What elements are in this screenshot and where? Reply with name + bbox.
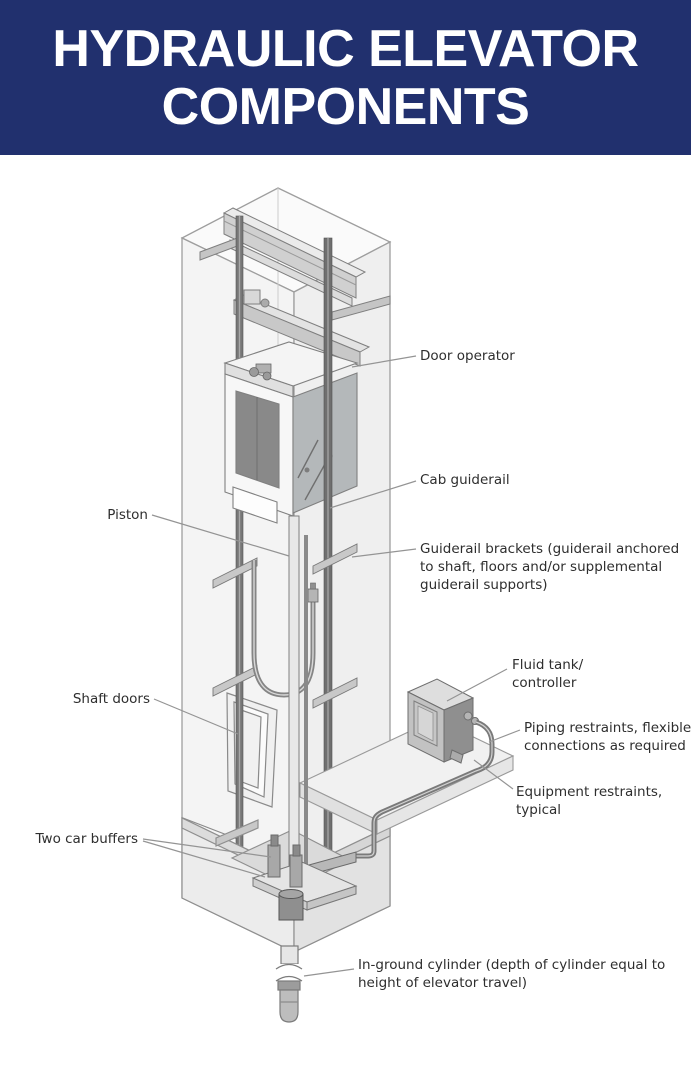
guiderail-brackets-left bbox=[212, 557, 258, 697]
buffer-left bbox=[267, 834, 281, 878]
buffer-right bbox=[289, 844, 303, 888]
hydraulic-hose bbox=[251, 560, 319, 698]
label-equipment-restraints: Equipment restraints, typical bbox=[516, 784, 663, 818]
piston-rod bbox=[288, 515, 308, 873]
leader-cab-guiderail bbox=[329, 480, 417, 509]
door-operator-mechanism bbox=[249, 363, 272, 381]
label-in-ground-cylinder: In-ground cylinder (depth of cylinder eq… bbox=[358, 957, 666, 991]
label-door-operator: Door operator bbox=[420, 348, 515, 364]
label-shaft-doors: Shaft doors bbox=[72, 691, 150, 707]
hydraulic-piping bbox=[307, 719, 495, 875]
leader-guiderail-brackets bbox=[351, 548, 417, 558]
leader-equipment-restraints bbox=[473, 759, 514, 790]
label-cab-guiderail: Cab guiderail bbox=[420, 472, 510, 488]
leader-two-car-buffers-1 bbox=[142, 838, 272, 858]
label-guiderail-brackets: Guiderail brackets (guiderail anchored t… bbox=[420, 541, 680, 593]
guiderail-brackets-right bbox=[312, 543, 358, 709]
header-banner: HYDRAULIC ELEVATOR COMPONENTS bbox=[0, 0, 691, 155]
in-ground-cylinder bbox=[275, 945, 304, 1023]
label-fluid-tank: Fluid tank/ controller bbox=[512, 656, 583, 692]
label-fluid-tank-line-2: controller bbox=[512, 675, 577, 691]
leader-lines bbox=[142, 355, 521, 977]
page-title-line-1: HYDRAULIC ELEVATOR bbox=[52, 19, 639, 78]
leader-piping-restraints bbox=[488, 729, 521, 743]
label-piston: Piston bbox=[107, 507, 148, 523]
car-buffers-assembly bbox=[251, 834, 358, 921]
leader-fluid-tank bbox=[446, 668, 508, 702]
label-piping-restraints: Piping restraints, flexible connections … bbox=[524, 720, 691, 754]
page-title-line-2: COMPONENTS bbox=[161, 77, 530, 136]
fluid-tank-controller bbox=[406, 678, 479, 764]
label-fluid-tank-line-1: Fluid tank/ bbox=[512, 657, 584, 673]
leader-in-ground-cylinder bbox=[303, 968, 355, 977]
cylinder-head bbox=[278, 889, 304, 921]
label-two-car-buffers: Two car buffers bbox=[35, 831, 138, 847]
leader-shaft-doors bbox=[153, 698, 239, 735]
leader-door-operator bbox=[351, 355, 417, 368]
leader-piston bbox=[151, 514, 290, 557]
leader-two-car-buffers-2 bbox=[142, 840, 266, 878]
